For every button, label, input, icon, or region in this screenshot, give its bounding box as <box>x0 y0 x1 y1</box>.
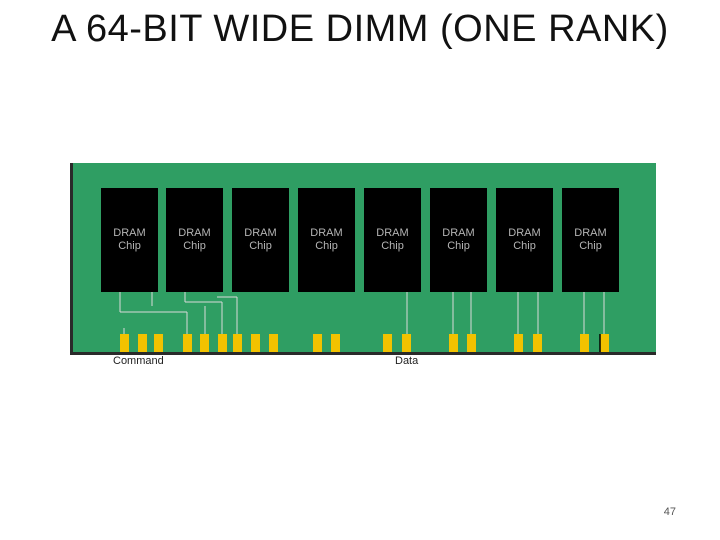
pin <box>533 334 542 352</box>
chip-label-line1: DRAM <box>113 227 145 239</box>
pin <box>183 334 192 352</box>
chip-label-line1: DRAM <box>574 227 606 239</box>
chip-label-line2: Chip <box>579 240 602 252</box>
pin <box>120 334 129 352</box>
data-traces <box>406 292 605 334</box>
chip-label-line2: Chip <box>381 240 404 252</box>
chip-label-line2: Chip <box>118 240 141 252</box>
pin <box>467 334 476 352</box>
pin <box>313 334 322 352</box>
dram-chip: DRAM Chip <box>166 188 223 292</box>
chip-label-line1: DRAM <box>508 227 540 239</box>
chip-label-line1: DRAM <box>244 227 276 239</box>
pin <box>154 334 163 352</box>
dram-chip: DRAM Chip <box>364 188 421 292</box>
pin <box>138 334 147 352</box>
chip-label-line2: Chip <box>315 240 338 252</box>
dram-chip: DRAM Chip <box>232 188 289 292</box>
dram-chip: DRAM Chip <box>430 188 487 292</box>
chip-label-line1: DRAM <box>178 227 210 239</box>
chip-label-line2: Chip <box>513 240 536 252</box>
pin <box>233 334 242 352</box>
pin <box>600 334 609 352</box>
data-label: Data <box>395 355 419 367</box>
page-number: 47 <box>663 506 676 518</box>
chip-label-line1: DRAM <box>310 227 342 239</box>
data-pins <box>313 334 609 352</box>
pin <box>514 334 523 352</box>
pin <box>200 334 209 352</box>
chip-label-line2: Chip <box>249 240 272 252</box>
pin <box>269 334 278 352</box>
command-traces <box>119 292 238 334</box>
pin <box>402 334 411 352</box>
dram-chip: DRAM Chip <box>298 188 355 292</box>
dram-chip: DRAM Chip <box>496 188 553 292</box>
chip-label-line2: Chip <box>183 240 206 252</box>
command-label: Command <box>113 355 164 367</box>
pin <box>449 334 458 352</box>
pin <box>218 334 227 352</box>
dram-chip: DRAM Chip <box>562 188 619 292</box>
command-pins <box>120 334 278 352</box>
dram-chip: DRAM Chip <box>101 188 158 292</box>
chip-label-line2: Chip <box>447 240 470 252</box>
pin <box>251 334 260 352</box>
pin <box>331 334 340 352</box>
chip-label-line1: DRAM <box>376 227 408 239</box>
slide-title: A 64-BIT WIDE DIMM (ONE RANK) <box>51 8 669 50</box>
chip-label-line1: DRAM <box>442 227 474 239</box>
pin <box>580 334 589 352</box>
pin <box>383 334 392 352</box>
